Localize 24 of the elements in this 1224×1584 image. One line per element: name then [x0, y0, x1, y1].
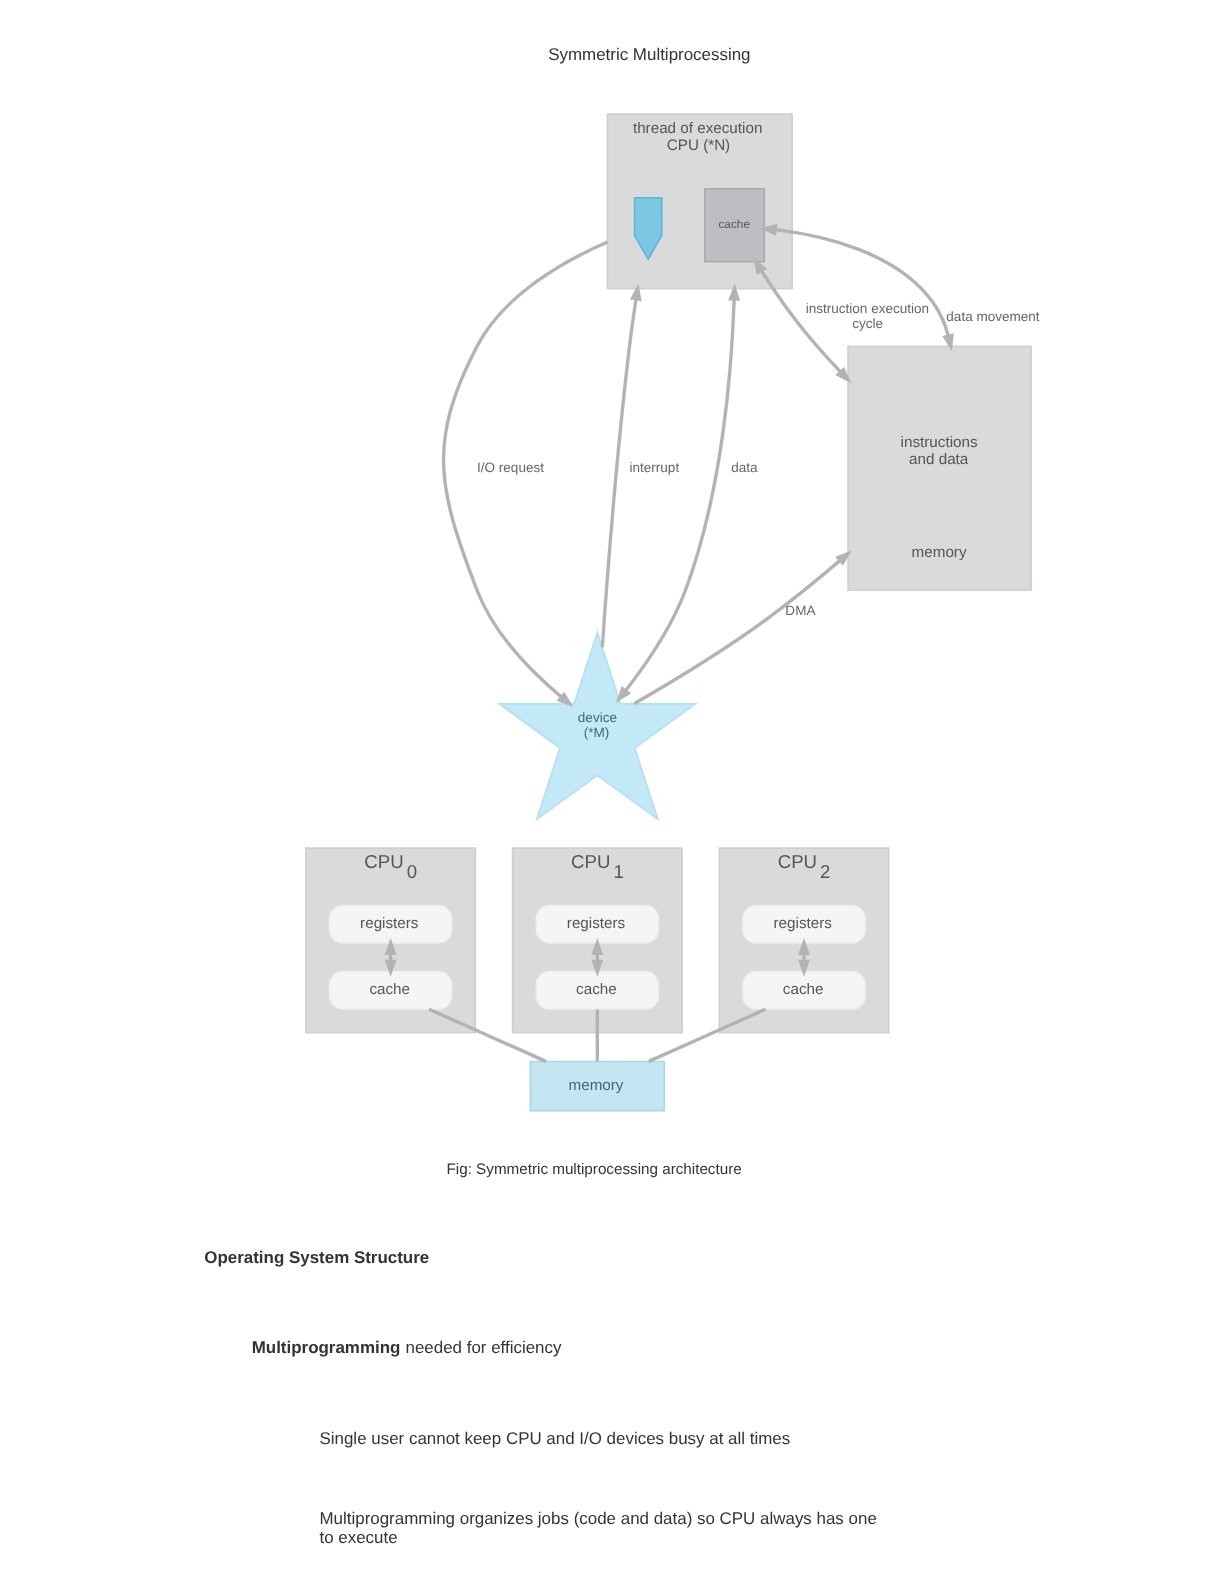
label: Operating System Structure — [203, 1247, 429, 1268]
node-box: cache — [327, 970, 452, 1010]
connector — [594, 1009, 599, 1062]
node-box: cache — [534, 970, 659, 1010]
node-box: cache — [741, 970, 865, 1010]
node-box: registers — [741, 904, 865, 944]
node-box: instructions and data memory — [846, 345, 1031, 592]
node-box: registers — [327, 904, 452, 944]
arrow — [758, 223, 953, 352]
label: Multiprogramming needed for efficiency — [250, 1336, 561, 1357]
node-arrow — [632, 196, 662, 261]
connector — [647, 1007, 766, 1063]
label: Symmetric Multiprocessing — [547, 43, 750, 64]
connector — [427, 1007, 546, 1063]
arrow — [751, 257, 851, 384]
label: Multiprogramming organizes jobs (code and data) so CPU always has one to execute — [318, 1508, 876, 1547]
arrow — [599, 283, 641, 648]
arrow — [614, 283, 740, 703]
label: Single user cannot keep CPU and I/O devices busy at all times — [318, 1428, 790, 1449]
node-box: registers — [534, 904, 659, 944]
arrow — [632, 550, 851, 706]
arrow — [441, 240, 608, 707]
node-box: memory — [528, 1060, 665, 1112]
label: Fig: Symmetric multiprocessing architecture — [445, 1159, 741, 1178]
